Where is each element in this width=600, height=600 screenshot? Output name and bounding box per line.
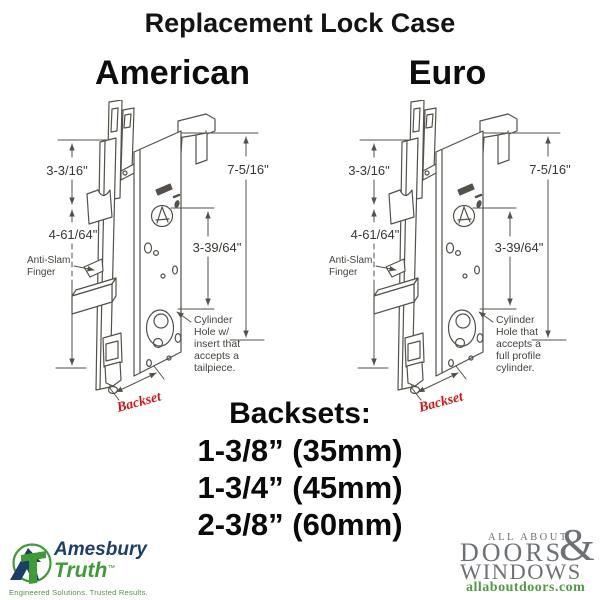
aad-line-windows: WINDOWS [460, 559, 582, 584]
dim-upper-label: 3-3/16" [46, 163, 88, 178]
euro-lock-diagram: 3-3/16" 4-61/64" 7-5/16" 3-39/64" Anti-S… [329, 100, 571, 416]
page-title: Replacement Lock Case [144, 8, 456, 38]
dim-lower-label: 4-61/64" [351, 227, 400, 242]
dim-total-label: 7-5/16" [529, 162, 571, 177]
cylinder-note-line: cylinder. [496, 362, 535, 374]
cylinder-note-line: Hole w/ [194, 326, 229, 338]
backsets-heading: Backsets: [229, 397, 371, 430]
cylinder-note-line: accepts a [496, 338, 541, 350]
backset-option: 2-3/8” (60mm) [197, 507, 403, 542]
cylinder-note-line: accepts a [194, 350, 239, 362]
cylinder-note-line: tailpiece. [194, 362, 235, 374]
cylinder-note-line: full profile [496, 350, 541, 362]
ampersand-glyph: & [559, 519, 595, 570]
dim-lower-label: 4-61/64" [49, 227, 98, 242]
american-lock-diagram: 3-3/16" 4-61/64" 7-5/16" 3-39/64" Anti-S… [27, 100, 269, 416]
dim-total-label: 7-5/16" [227, 162, 269, 177]
cylinder-note-line: Cylinder [194, 314, 233, 326]
dim-cylinder-label: 3-39/64" [495, 240, 544, 255]
anti-slam-label-line1: Anti-Slam [27, 255, 70, 266]
dim-cylinder-label: 3-39/64" [193, 240, 242, 255]
amesbury-truth-wordmark: Amesbury Truth™ [54, 540, 147, 581]
aad-website-url: allaboutdoors.com [466, 580, 586, 595]
anti-slam-label-line2: Finger [329, 267, 358, 278]
backsets-section: Backsets: 1-3/8” (35mm) 1-3/4” (45mm) 2-… [150, 396, 450, 543]
backset-option: 1-3/4” (45mm) [197, 470, 403, 505]
cylinder-note-line: Cylinder [496, 314, 535, 326]
aad-line-doors: DOORS [460, 538, 564, 567]
truth-text: Truth [54, 559, 108, 582]
euro-heading: Euro [408, 54, 487, 92]
backset-option: 1-3/8” (35mm) [197, 433, 403, 468]
trademark-symbol: ™ [107, 563, 116, 573]
amesbury-truth-emblem-icon [10, 543, 52, 584]
amesbury-truth-tagline: Engineered Solutions. Trusted Results. [9, 588, 148, 597]
amesbury-text: Amesbury [54, 539, 147, 560]
all-about-doors-logo: ALL ABOUT & DOORS WINDOWS allaboutdoors.… [458, 522, 600, 597]
anti-slam-label-line2: Finger [27, 267, 56, 278]
amesbury-truth-logo: Amesbury Truth™ Engineered Solutions. Tr… [8, 540, 183, 598]
anti-slam-label-line1: Anti-Slam [329, 255, 372, 266]
aad-line-all-about: ALL ABOUT [488, 532, 569, 543]
cylinder-note-line: Hole that [496, 326, 538, 338]
american-heading: American [95, 54, 250, 92]
dim-upper-label: 3-3/16" [348, 163, 390, 178]
cylinder-note-line: insert that [194, 338, 240, 350]
